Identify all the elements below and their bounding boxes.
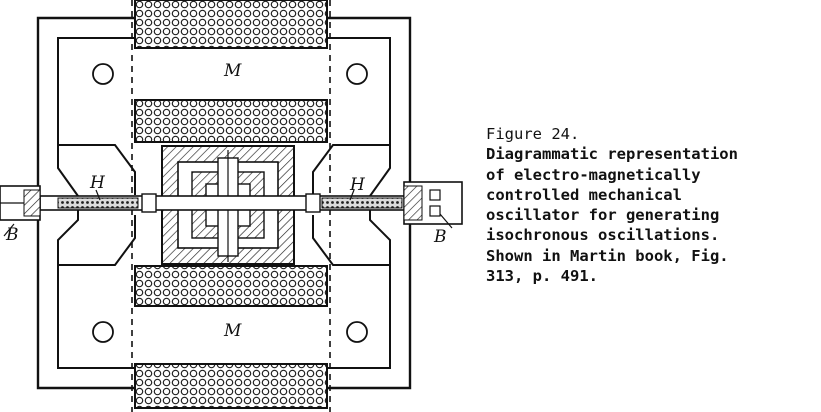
leader-h-right xyxy=(349,189,355,201)
end-fitting-right xyxy=(403,181,463,225)
coil-bottom-outer xyxy=(134,363,328,409)
label-shaft-right: B xyxy=(433,227,447,247)
caption-text: Diagrammatic representation of electro-m… xyxy=(486,145,738,286)
pole-right-top xyxy=(312,144,390,195)
oscillator-diagram: M M H H B B xyxy=(0,0,463,412)
core-dashed-lines xyxy=(131,0,331,412)
shaft xyxy=(39,193,421,213)
pole-left-bottom xyxy=(58,215,136,266)
coil-top-outer xyxy=(134,0,328,49)
leader-b-right xyxy=(439,213,453,229)
bolt-holes xyxy=(92,63,368,343)
leader-h-left xyxy=(95,189,101,201)
pole-left-top xyxy=(58,144,136,195)
label-bearing-right: H xyxy=(349,175,366,195)
label-magnet-top: M xyxy=(223,61,242,81)
coil-top-inner xyxy=(134,99,328,143)
leader-b-left xyxy=(3,223,15,237)
label-shaft-left: B xyxy=(5,225,19,245)
end-fitting-left xyxy=(0,185,41,221)
caption-heading: Figure 24. xyxy=(486,125,580,143)
figure-caption: Figure 24. Diagrammatic representation o… xyxy=(486,124,816,286)
label-magnet-bottom: M xyxy=(223,321,242,341)
pole-right-bottom xyxy=(312,215,390,266)
label-bearing-left: H xyxy=(89,173,106,193)
coil-bottom-inner xyxy=(134,265,328,307)
